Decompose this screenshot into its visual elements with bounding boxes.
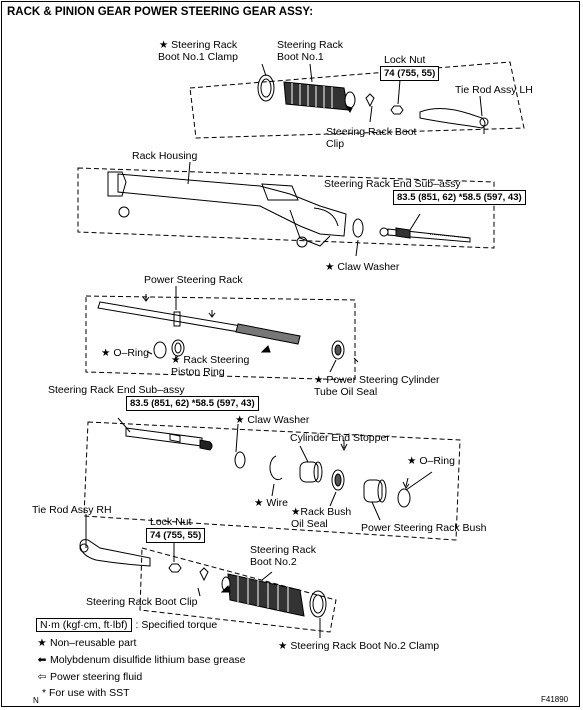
torque-end-bottom: 83.5 (851, 62) *58.5 (597, 43) [126,396,259,411]
rack-bush-shape [363,479,387,503]
group-outline-rack [85,295,356,381]
boot-no1-clamp-shape [257,74,275,102]
diagram-title: RACK & PINION GEAR POWER STEERING GEAR A… [7,6,314,18]
fluid-arrow-marks [142,294,410,489]
o-ring-left-shape [153,341,167,359]
lock-nut-shape [390,105,404,115]
label-power-rack: Power Steering Rack [144,274,243,286]
label-boot-no1-clamp: ★ Steering Rack Boot No.1 Clamp [158,39,238,63]
legend-torque-unit: N·m (kgf·cm, ft·lbf) [36,618,132,632]
label-tie-rod-lh: Tie Rod Assy LH [455,84,533,96]
grease-arrow-marks [220,105,353,593]
claw-washer-bottom-shape [234,451,246,469]
cylinder-end-stopper-shape [299,461,323,483]
figure-number: F41890 [541,695,569,704]
legend-sst: * For use with SST [42,687,130,699]
boot-clip-shape [365,93,375,108]
label-piston-ring: ★ Rack Steering Piston Ring [171,354,250,378]
group-outline-bottom [139,547,337,633]
legend-grease: ⬅Molybdenum disulfide lithium base greas… [34,654,246,666]
tube-oil-seal-shape [331,340,345,360]
label-o-ring-left: ★ O–Ring [101,347,149,359]
end-subassy-top-shape [379,227,471,243]
boot-no1-shape [283,81,356,111]
star-icon: ★ [37,637,47,649]
legend-grease-text: Molybdenum disulfide lithium base grease [50,654,246,666]
boot-no2-shape [221,573,305,617]
label-cylinder-end-stopper: Cylinder End Stopper [290,432,390,444]
group-outline-top [189,61,525,139]
label-boot-clip-bottom: Steering Rack Boot Clip [86,596,198,608]
label-boot-no2-clamp: ★ Steering Rack Boot No.2 Clamp [278,640,440,652]
legend-fluid-text: Power steering fluid [50,671,143,683]
torque-lock-nut-top: 74 (755, 55) [380,66,440,81]
lock-nut-bottom-shape [168,563,182,573]
label-boot-no2: Steering Rack Boot No.2 [250,544,316,568]
label-tie-rod-rh: Tie Rod Assy RH [32,504,112,516]
label-wire: ★ Wire [254,497,288,509]
label-o-ring-right: ★ O–Ring [407,455,455,467]
grease-arrow-icon: ⬅ [37,654,47,666]
fluid-arrow-icon: ⇦ [37,671,47,683]
wire-shape [269,455,283,481]
legend-torque: N·m (kgf·cm, ft·lbf): Specified torque [36,618,218,632]
label-claw-washer-bottom: ★ Claw Washer [235,414,310,426]
rack-housing-shape [107,171,347,248]
label-end-subassy-bottom: Steering Rack End Sub–assy [48,384,185,396]
torque-lock-nut-bottom: 74 (755, 55) [146,528,206,543]
label-boot-clip-top: Steering Rack Boot Clip [326,126,417,150]
group-outline-housing [77,167,495,249]
rack-bush-oil-seal-shape [331,469,345,491]
end-subassy-bottom-shape [125,427,213,451]
legend-non-reusable: ★Non–reusable part [34,637,136,649]
label-claw-washer-top: ★ Claw Washer [325,261,400,273]
label-rack-bush-oil-seal: ★Rack Bush Oil Seal [291,506,352,530]
tie-rod-rh-shape [79,539,151,567]
label-rack-housing: Rack Housing [132,150,198,162]
label-boot-no1: Steering Rack Boot No.1 [277,39,343,63]
tie-rod-lh-shape [419,108,489,134]
boot-no2-clamp-shape [309,590,327,618]
label-rack-bush: Power Steering Rack Bush [361,522,487,534]
torque-end-top: 83.5 (851, 62) *58.5 (597, 43) [393,190,526,205]
claw-washer-top-shape [352,218,364,238]
label-tube-oil-seal: ★ Power Steering Cylinder Tube Oil Seal [314,374,440,398]
legend-torque-text: : Specified torque [135,619,218,631]
label-lock-nut-top: Lock Nut [384,54,426,66]
o-ring-right-shape [397,488,411,508]
legend-non-reusable-text: Non–reusable part [50,637,137,649]
group-outline-bush [83,421,461,541]
power-rack-shape [97,301,301,345]
label-lock-nut-bottom: Lock Nut [150,516,192,528]
boot-clip-bottom-shape [199,567,209,582]
legend-fluid: ⇦Power steering fluid [34,671,143,683]
label-end-subassy-top: Steering Rack End Sub–assy [324,178,461,190]
north-mark: N [33,696,39,705]
